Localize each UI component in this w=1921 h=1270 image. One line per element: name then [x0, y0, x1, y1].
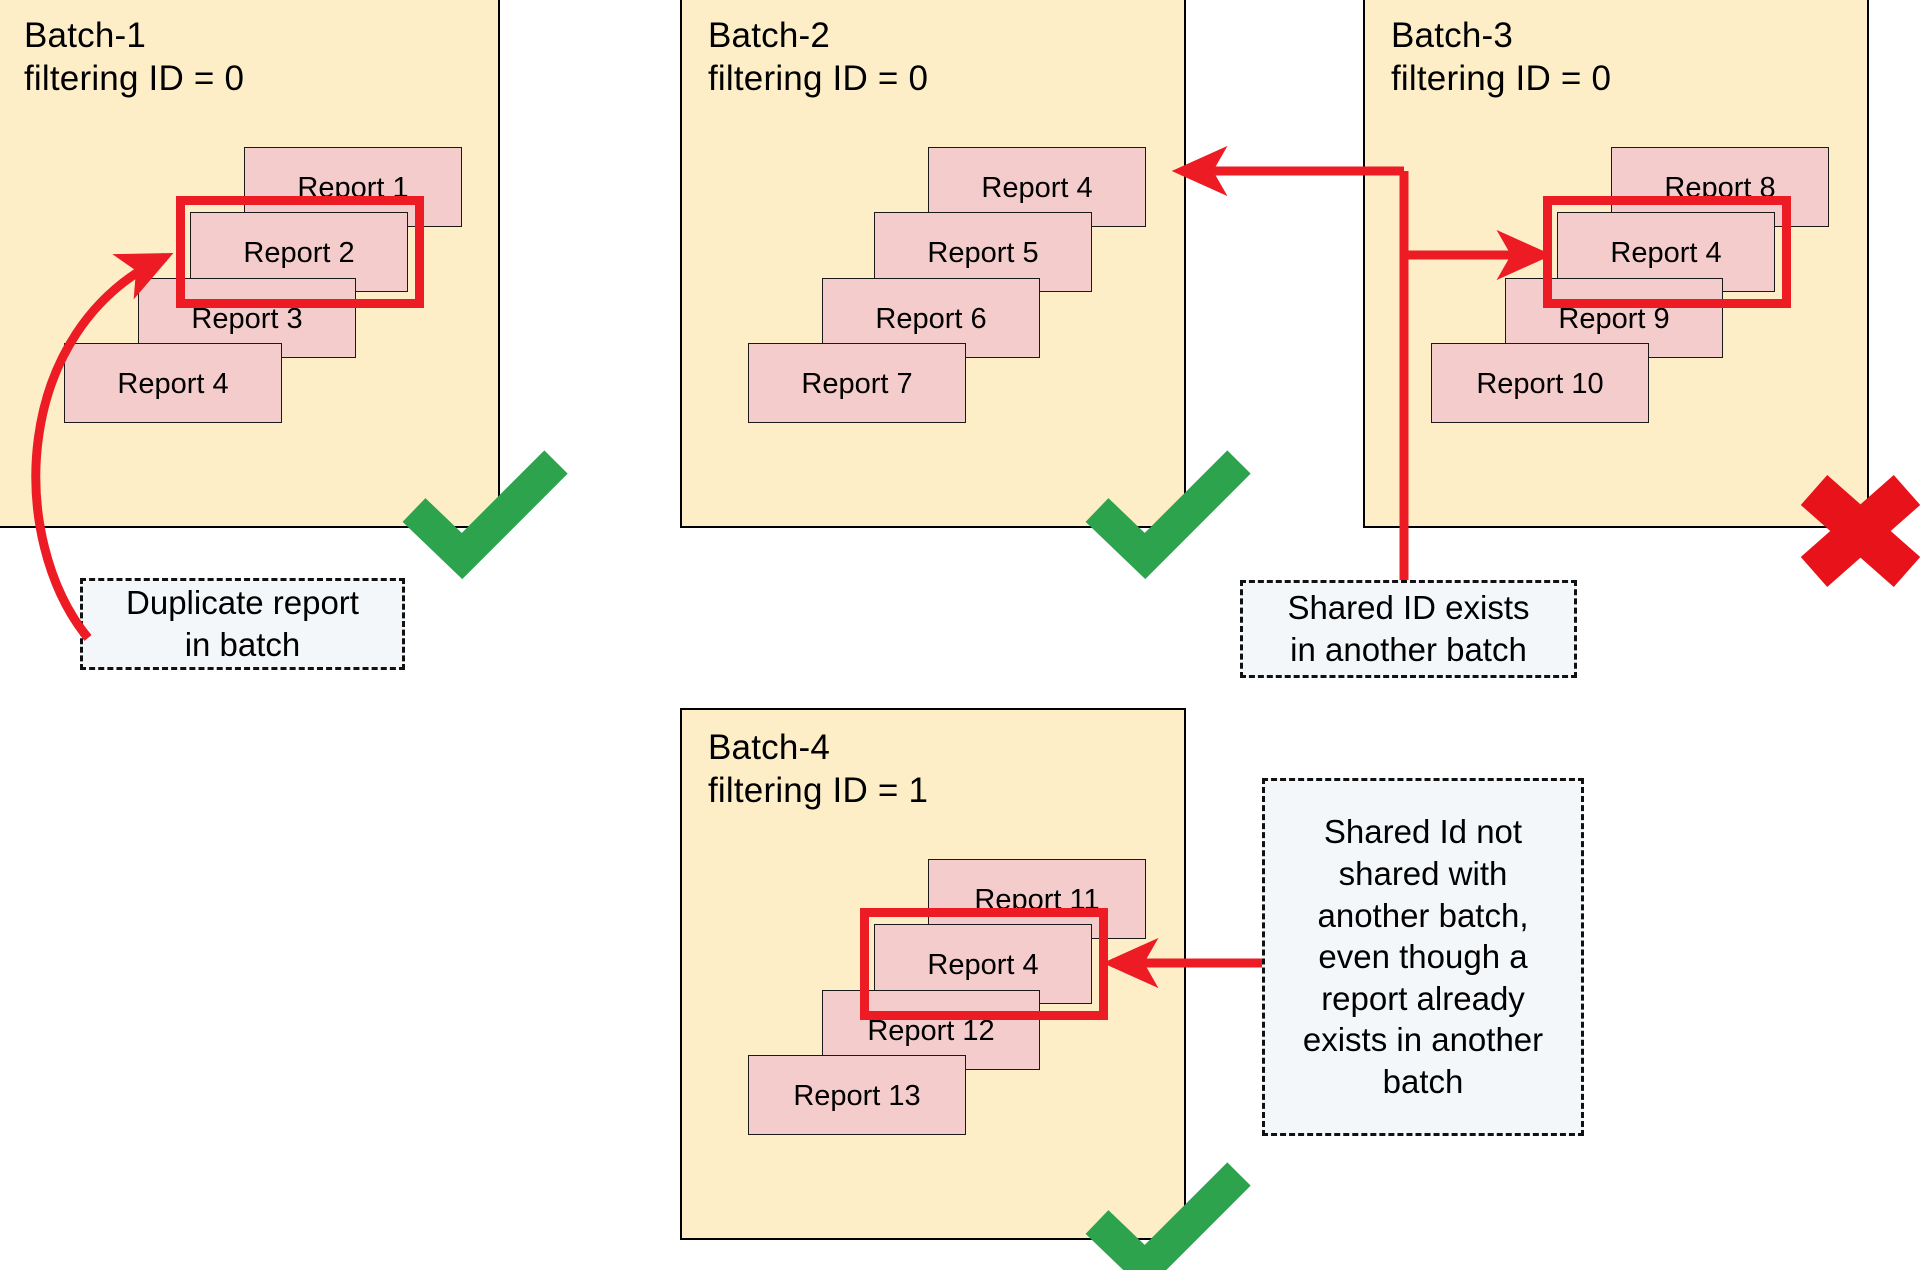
callout-duplicate-report-text: Duplicate report in batch	[126, 584, 359, 663]
batch-container-2: Batch-2 filtering ID = 0 Report 4 Report…	[680, 0, 1186, 528]
report-card-label: Report 6	[875, 302, 987, 335]
batch-container-3: Batch-3 filtering ID = 0 Report 8 Report…	[1363, 0, 1869, 528]
report-card[interactable]: Report 7	[748, 343, 966, 423]
batch-title-1: Batch-1 filtering ID = 0	[24, 16, 245, 99]
report-card-label: Report 4	[117, 367, 229, 400]
report-card-label: Report 7	[801, 367, 913, 400]
report-card[interactable]: Report 10	[1431, 343, 1649, 423]
report-card-label: Report 10	[1476, 367, 1604, 400]
batch-title-2: Batch-2 filtering ID = 0	[708, 16, 929, 99]
callout-shared-id-exists-text: Shared ID exists in another batch	[1287, 589, 1530, 668]
batch-title-4: Batch-4 filtering ID = 1	[708, 728, 929, 811]
duplicate-report-highlight-1	[176, 196, 424, 308]
report-card[interactable]: Report 4	[64, 343, 282, 423]
report-card-label: Report 4	[981, 171, 1093, 204]
batch-title-3: Batch-3 filtering ID = 0	[1391, 16, 1612, 99]
callout-shared-id-not-shared-text: Shared Id not shared with another batch,…	[1302, 813, 1544, 1100]
batch-container-1: Batch-1 filtering ID = 0 Report 1 Report…	[0, 0, 500, 528]
report-card-label: Report 2	[243, 236, 355, 269]
report-card-label: Report 5	[927, 236, 1039, 269]
shared-id-highlight-4	[860, 908, 1108, 1020]
report-card-label: Report 13	[793, 1079, 921, 1112]
callout-duplicate-report: Duplicate report in batch	[80, 578, 405, 670]
report-card-label: Report 4	[927, 948, 1039, 981]
callout-shared-id-exists: Shared ID exists in another batch	[1240, 580, 1577, 678]
batch-container-4: Batch-4 filtering ID = 1 Report 11 Repor…	[680, 708, 1186, 1240]
shared-id-highlight-3	[1543, 196, 1791, 308]
callout-shared-id-not-shared: Shared Id not shared with another batch,…	[1262, 778, 1584, 1136]
report-card-label: Report 4	[1610, 236, 1722, 269]
report-card[interactable]: Report 13	[748, 1055, 966, 1135]
